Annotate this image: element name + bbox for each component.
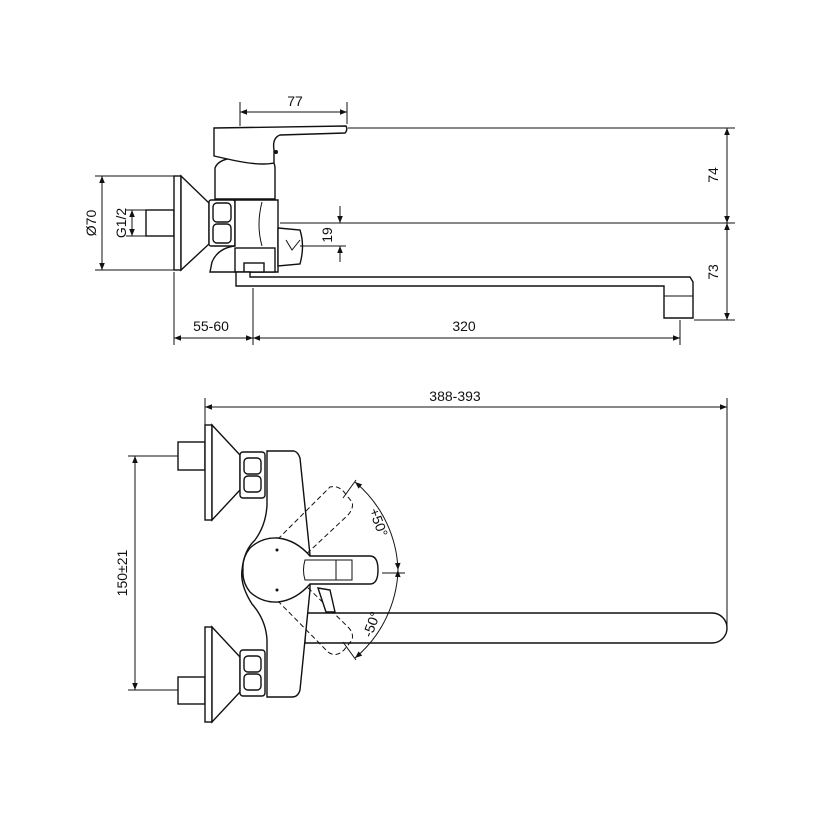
side-view: 77 Ø70 G1/2 19 74 73 55-60 320: [83, 93, 735, 345]
lever-handle: [213, 125, 348, 165]
flange-bottom: [204, 625, 241, 724]
lever-position-plus50: [271, 486, 353, 561]
dim-outlet-offset: 19: [319, 227, 335, 243]
dim-handle-height: 74: [705, 167, 721, 183]
inlet-pipe: [145, 209, 175, 237]
flange-top: [204, 423, 241, 522]
dim-total-length: 388-393: [429, 388, 481, 404]
angle-plus-label: +50°: [366, 506, 391, 539]
dim-handle-depth: 77: [287, 93, 303, 109]
dim-spout-length: 320: [452, 318, 476, 334]
lever-position-minus50: [271, 579, 353, 656]
dim-spout-height: 73: [705, 264, 721, 280]
dim-inlet-spacing: 150±21: [114, 549, 130, 596]
wall-flange: [173, 174, 210, 272]
spout-top: [304, 612, 728, 644]
inlet-pipe-top: [177, 441, 206, 471]
nut-top: [239, 451, 266, 499]
connection-nut: [208, 199, 236, 247]
inlet-pipe-bottom: [177, 676, 206, 705]
dim-wall-distance: 55-60: [193, 318, 229, 334]
nut-bottom: [239, 649, 266, 697]
dim-flange-diameter: Ø70: [83, 210, 99, 237]
dim-thread: G1/2: [113, 208, 129, 239]
spout: [235, 271, 694, 319]
top-view: +50° -50° 388-393 150±21: [114, 388, 728, 724]
